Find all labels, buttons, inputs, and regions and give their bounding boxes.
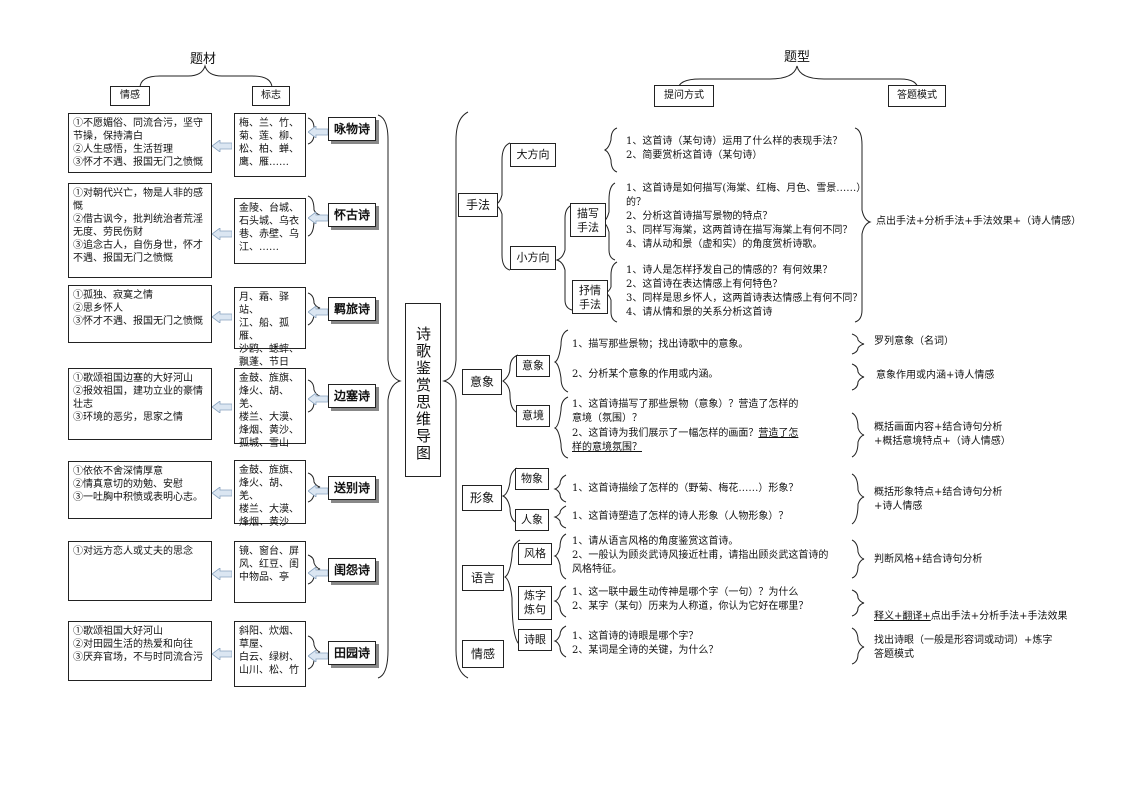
a-yijing: 概括画面内容+结合诗句分析 +概括意境特点+（诗人情感）	[874, 422, 1011, 447]
emotion-box: ①歌颂祖国大好河山 ②对田园生活的热爱和向往 ③厌弃官场，不与时同流合污	[68, 621, 212, 681]
symbol-box: 镜、窗台、屏 风、红豆、闺 中物品、亭	[234, 541, 306, 603]
left-arrow-icon	[307, 209, 329, 225]
left-sub-emotion: 情感	[110, 86, 150, 106]
cat-xingxiang: 形象	[462, 485, 502, 511]
cat-yixiang: 意象	[462, 369, 502, 395]
poem-type-box: 送别诗	[328, 476, 376, 500]
left-arrow-icon	[307, 123, 329, 139]
cat-yuyan: 语言	[462, 565, 504, 591]
q-yixiang1: 1、描写那些景物；找出诗歌中的意象。	[572, 339, 749, 350]
poem-type-box: 边塞诗	[328, 384, 376, 408]
q-yijing2-b: 营造了怎	[758, 428, 799, 439]
emotion-box: ①不愿媚俗、同流合污，坚守 节操，保持清白 ②人生感悟，生活哲理 ③怀才不遇、报…	[68, 113, 212, 173]
emotion-box: ①对朝代兴亡，物是人非的感 慨 ②借古讽今，批判统治者荒淫 无度、劳民伤财 ③追…	[68, 183, 212, 278]
sub-renxiang: 人象	[515, 509, 549, 531]
left-arrow-icon	[307, 482, 329, 498]
symbol-box: 金鼓、旌旗、 烽火、胡、羌、 楼兰、大漠、 烽烟、黄沙	[234, 460, 306, 528]
emotion-box: ①孤独、寂寞之情 ②思乡怀人 ③怀才不遇、报国无门之愤慨	[68, 285, 212, 343]
left-arrow-icon	[211, 645, 233, 661]
sub-yixiang: 意象	[516, 355, 550, 377]
q-yijing2-c: 样的意境氛围？	[572, 442, 642, 453]
q-lianzi: 1、这一联中最生动传神是哪个字（一句）？为什么 2、某字（某句）历来为人称道，你…	[572, 587, 809, 612]
q-yijing1: 1、这首诗描写了那些景物（意象）？营造了怎样的 意境（氛围）？	[572, 399, 799, 424]
symbol-box: 梅、兰、竹、 菊、莲、柳、 松、柏、蝉、 鹰、雁……	[234, 113, 306, 177]
a-shiyan: 找出诗眼（一般是形容词或动词）+炼字 答题模式	[874, 635, 1053, 660]
left-arrow-icon	[211, 137, 233, 153]
cat-qinggan: 情感	[462, 640, 504, 668]
left-arrow-icon	[211, 484, 233, 500]
sub-fengge: 风格	[518, 543, 552, 565]
center-title-text: 诗歌鉴赏思维导图	[414, 326, 432, 462]
left-arrow-icon	[211, 308, 233, 324]
q-yijing2-a: 2、这首诗为我们展示了一幅怎样的画面？	[572, 428, 759, 439]
left-arrow-icon	[211, 565, 233, 581]
right-sub-question: 提问方式	[654, 85, 714, 107]
poem-type-box: 羁旅诗	[328, 297, 376, 321]
symbol-box: 斜阳、炊烟、 草屋、 白云、绿树、 山川、松、竹	[234, 621, 306, 687]
emotion-box: ①歌颂祖国边塞的大好河山 ②报效祖国，建功立业的豪情 壮志 ③环境的恶劣，思家之…	[68, 368, 212, 440]
a-yixiang1: 罗列意象（名词）	[874, 336, 954, 347]
left-arrow-icon	[307, 303, 329, 319]
sub-lianzi: 炼字 炼句	[518, 586, 552, 620]
q-fengge: 1、请从语言风格的角度鉴赏这首诗。 2、一般认为顾炎武诗风接近杜甫，请指出顾炎武…	[572, 536, 829, 575]
symbol-box: 金陵、台城、 石头城、乌衣 巷、赤壁、乌 江、……	[234, 198, 306, 264]
q-miaoxie: 1、这首诗是如何描写(海棠、红梅、月色、雪景……） 的？ 2、分析这首诗描写景物…	[626, 183, 867, 250]
right-title: 题型	[784, 50, 811, 65]
q-shiyan: 1、这首诗的诗眼是哪个字？ 2、某词是全诗的关键，为什么？	[572, 631, 719, 656]
q-renxiang: 1、这首诗塑造了怎样的诗人形象（人物形象）？	[572, 511, 789, 522]
sub-wuxiang: 物象	[515, 468, 549, 490]
poem-type-box: 怀古诗	[328, 203, 376, 227]
q-yixiang2: 2、分析某个意象的作用或内涵。	[572, 369, 719, 380]
cat-shoufa: 手法	[458, 193, 498, 217]
q-wuxiang: 1、这首诗描绘了怎样的（野菊、梅花……）形象？	[572, 483, 799, 494]
q-dafangxiang: 1、这首诗（某句诗）运用了什么样的表现手法？ 2、简要赏析这首诗（某句诗）	[626, 136, 843, 161]
a-lianzi-a: 释义+翻译+	[874, 611, 931, 622]
symbol-box: 月、霜、驿站、 江、船、孤雁、 沙鸥、蟋蟀、 飘蓬、节日	[234, 287, 306, 368]
q-yijing2: 2、这首诗为我们展示了一幅怎样的画面？营造了怎 样的意境氛围？	[572, 427, 812, 455]
a-lianzi-b: 点出手法+分析手法+手法效果	[930, 611, 1068, 622]
sub-dafangxiang: 大方向	[510, 143, 556, 167]
poem-type-box: 田园诗	[328, 641, 376, 665]
a-lianzi: 释义+翻译+点出手法+分析手法+手法效果	[874, 596, 1068, 624]
poem-type-box: 闺怨诗	[328, 558, 376, 582]
sub-miaoxie: 描写 手法	[570, 203, 606, 237]
left-arrow-icon	[307, 390, 329, 406]
emotion-box: ①对远方恋人或丈夫的思念	[68, 541, 212, 601]
right-sub-answer: 答题模式	[888, 85, 946, 107]
poem-type-box: 咏物诗	[328, 117, 376, 141]
emotion-box: ①依依不舍深情厚意 ②情真意切的劝勉、安慰 ③一吐胸中积愤或表明心志。	[68, 461, 212, 519]
a-fengge: 判断风格+结合诗句分析	[874, 554, 983, 565]
sub-xiaofangxiang: 小方向	[510, 246, 556, 270]
a-shoufa: 点出手法+分析手法+手法效果+（诗人情感）	[876, 216, 1082, 227]
left-arrow-icon	[211, 398, 233, 414]
left-arrow-icon	[307, 647, 329, 663]
symbol-box: 金鼓、旌旗、 烽火、胡、羌、 楼兰、大漠、 烽烟、黄沙、 孤城、雪山	[234, 368, 306, 449]
q-shuqing: 1、诗人是怎样抒发自己的情感的？有何效果？ 2、这首诗在表达情感上有何特色？ 3…	[626, 265, 863, 318]
left-arrow-icon	[307, 564, 329, 580]
a-xingxiang: 概括形象特点+结合诗句分析 +诗人情感	[874, 487, 1003, 512]
left-title: 题材	[190, 52, 217, 67]
left-arrow-icon	[211, 225, 233, 241]
left-sub-symbol: 标志	[252, 86, 290, 106]
sub-shuqing: 抒情 手法	[572, 280, 608, 314]
center-title: 诗歌鉴赏思维导图	[405, 303, 441, 477]
sub-yijing: 意境	[516, 405, 550, 427]
a-yixiang2: 意象作用或内涵+诗人情感	[876, 370, 995, 381]
sub-shiyan: 诗眼	[518, 629, 552, 651]
